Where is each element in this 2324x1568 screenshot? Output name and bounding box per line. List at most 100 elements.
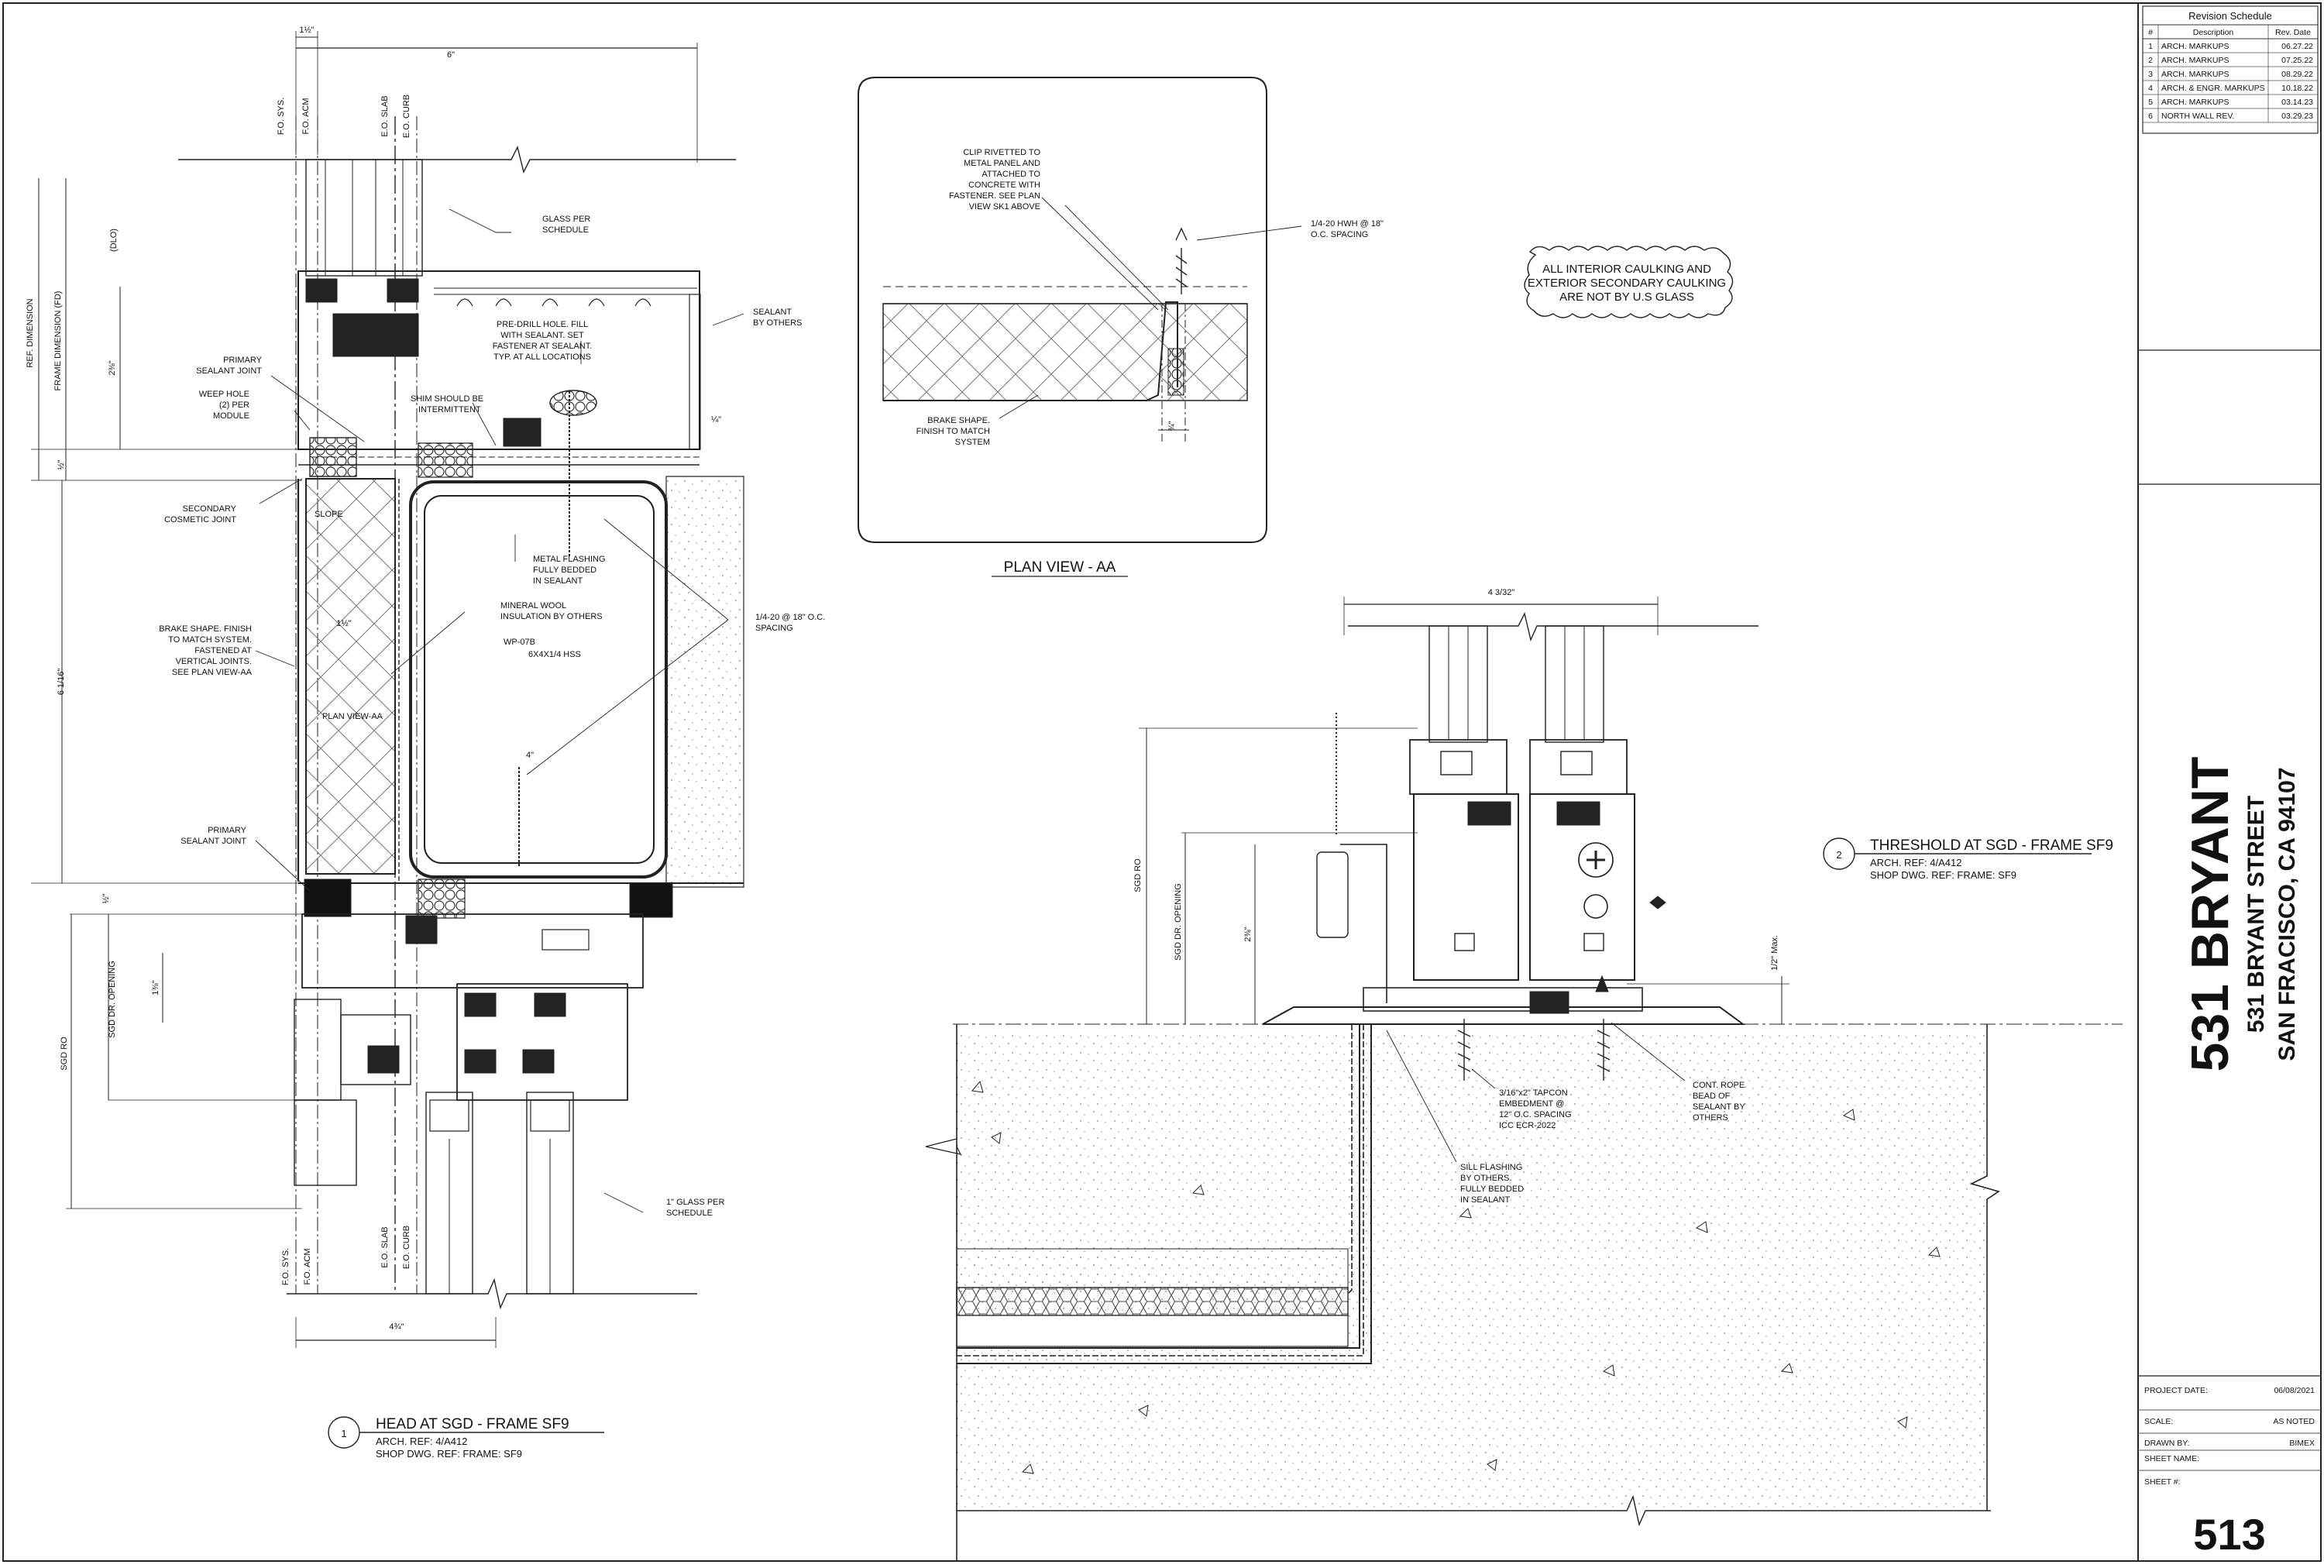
- secondary-cosmetic-joint: SECONDARY: [183, 504, 237, 514]
- sill-flashing-note: BY OTHERS.: [1460, 1174, 1511, 1183]
- rev-row-date: 03.29.23: [2281, 112, 2313, 121]
- glass-1in-note: SCHEDULE: [666, 1209, 713, 1218]
- dlo-label: (DLO): [109, 229, 119, 252]
- mineral-wool: MINERAL WOOL: [500, 601, 566, 610]
- rev-row-num: 3: [2148, 70, 2153, 79]
- hwh-note: 1/4-20 HWH @ 18": [1311, 219, 1384, 229]
- clip-note: FASTENER. SEE PLAN: [949, 191, 1040, 201]
- sill-flashing-note: SILL FLASHING: [1460, 1163, 1522, 1172]
- rev-row-date: 06.27.22: [2281, 42, 2313, 51]
- rev-row-num: 5: [2148, 98, 2153, 107]
- tapcon-note: EMBEDMENT @: [1499, 1099, 1564, 1109]
- drawn-by-label: DRAWN BY:: [2144, 1439, 2190, 1448]
- sgd-ro: SGD RO: [60, 1037, 69, 1071]
- dim-top: 4 3/32": [1488, 588, 1515, 597]
- wp07b-label: WP-07B: [504, 638, 535, 647]
- rev-row-num: 4: [2148, 84, 2153, 93]
- sealant-by-others: BY OTHERS: [753, 318, 802, 328]
- dim-6-1-16: 6 1/16": [57, 669, 66, 696]
- detail-1-shop-ref: SHOP DWG. REF: FRAME: SF9: [376, 1448, 522, 1460]
- eo-slab-top: E.O. SLAB: [380, 95, 390, 136]
- rev-row-num: 1: [2148, 42, 2153, 51]
- clip-note: VIEW SK1 ABOVE: [969, 202, 1040, 211]
- dim-2-3-8: 2⅜": [108, 360, 117, 375]
- clip-note: CONCRETE WITH: [968, 181, 1040, 190]
- project-name-block: 531 BRYANT 531 BRYANT STREET SAN FRACISC…: [2181, 757, 2300, 1072]
- detail-1-arch-ref: ARCH. REF: 4/A412: [376, 1436, 468, 1447]
- sill-flashing-note: FULLY BEDDED: [1460, 1185, 1524, 1194]
- dim-1-half: 1½": [336, 619, 351, 628]
- slope-label: SLOPE: [315, 510, 343, 519]
- fo-sys-top: F.O. SYS.: [277, 98, 286, 135]
- detail-2-threshold: [925, 597, 2123, 1561]
- detail-2-title: THRESHOLD AT SGD - FRAME SF9: [1870, 837, 2113, 854]
- project-date-label: PROJECT DATE:: [2144, 1386, 2208, 1395]
- dim-top-6: 6": [447, 50, 455, 60]
- tapcon-note: 3/16"x2" TAPCON: [1499, 1088, 1568, 1098]
- shim-note: SHIM SHOULD BE: [411, 394, 483, 404]
- eo-slab-bot: E.O. SLAB: [380, 1226, 390, 1267]
- primary-sealant-joint: PRIMARY: [208, 826, 247, 835]
- plan-brake-note: BRAKE SHAPE.: [927, 416, 990, 425]
- clip-note: METAL PANEL AND: [964, 159, 1040, 168]
- glass-1in-note: 1" GLASS PER: [666, 1198, 724, 1207]
- fo-acm-top: F.O. ACM: [301, 98, 311, 134]
- plan-brake-note: FINISH TO MATCH: [916, 427, 990, 436]
- half-max: 1/2" Max.: [1770, 935, 1779, 971]
- title-block: PROJECT DATE: 06/08/2021 SCALE: AS NOTED…: [2138, 1386, 2321, 1559]
- dim-top-small: 1½": [299, 26, 314, 35]
- tapcon-note: 12" O.C. SPACING: [1499, 1110, 1572, 1119]
- rev-row-desc: ARCH. & ENGR. MARKUPS: [2161, 84, 2265, 93]
- plan-view-labels: CLIP RIVETTED TO METAL PANEL AND ATTACHE…: [916, 148, 1384, 577]
- rope-note: OTHERS: [1693, 1113, 1728, 1123]
- rev-row-date: 10.18.22: [2281, 84, 2313, 93]
- brake-shape-note: BRAKE SHAPE. FINISH: [159, 624, 252, 634]
- rope-note: SEALANT BY: [1693, 1102, 1745, 1112]
- mineral-wool: INSULATION BY OTHERS: [500, 612, 603, 621]
- rev-row-desc: NORTH WALL REV.: [2161, 112, 2234, 121]
- tapcon-note: ICC ECR-2022: [1499, 1121, 1556, 1130]
- pre-drill-note: WITH SEALANT. SET: [500, 331, 584, 340]
- primary-sealant-joint: SEALANT JOINT: [196, 366, 262, 376]
- rev-row-num: 2: [2148, 56, 2153, 65]
- scale-value: AS NOTED: [2273, 1417, 2315, 1426]
- weep-hole: WEEP HOLE: [199, 390, 249, 399]
- rev-header-date: Rev. Date: [2275, 28, 2311, 37]
- dim-4-3-4: 4¾": [389, 1322, 404, 1332]
- rope-note: CONT. ROPE: [1693, 1081, 1745, 1090]
- rev-row-desc: ARCH. MARKUPS: [2161, 56, 2229, 65]
- sgd-dr-opening: SGD DR. OPENING: [108, 961, 117, 1038]
- weep-hole: (2) PER: [219, 401, 249, 410]
- primary-sealant-joint: PRIMARY: [223, 356, 263, 365]
- rev-row-date: 03.14.23: [2281, 98, 2313, 107]
- glass-per-schedule: GLASS PER: [542, 215, 590, 224]
- drawn-by: BIMEX: [2289, 1439, 2315, 1448]
- sill-flashing-note: IN SEALANT: [1460, 1195, 1510, 1205]
- sealant-by-others: SEALANT: [753, 308, 792, 317]
- revision-schedule-title: Revision Schedule: [2188, 10, 2272, 22]
- plan-view-aa: [858, 77, 1302, 543]
- project-name: 531 BRYANT: [2181, 757, 2240, 1072]
- weep-hole: MODULE: [213, 411, 249, 421]
- rope-note: BEAD OF: [1693, 1092, 1731, 1101]
- primary-sealant-joint: SEALANT JOINT: [180, 837, 246, 846]
- detail-1-number: 1: [341, 1428, 346, 1439]
- brake-shape-note: VERTICAL JOINTS.: [176, 657, 252, 666]
- clip-note: CLIP RIVETTED TO: [963, 148, 1040, 157]
- project-street: 531 BRYANT STREET: [2243, 796, 2269, 1033]
- rev-row-desc: ARCH. MARKUPS: [2161, 98, 2229, 107]
- shim-note: INTERMITTENT: [418, 405, 481, 414]
- dim-1-3-8: 1⅜": [151, 980, 160, 995]
- revision-schedule: Revision Schedule # Description Rev. Dat…: [2142, 5, 2319, 134]
- sgd-dr-opening: SGD DR. OPENING: [1174, 883, 1183, 961]
- fo-acm-bot: F.O. ACM: [303, 1248, 312, 1284]
- sheet-name-label: SHEET NAME:: [2144, 1454, 2199, 1463]
- plan-dim-3-4: ¾": [1167, 421, 1177, 431]
- fastener-spacing: 1/4-20 @ 18" O.C.: [755, 613, 825, 622]
- detail-1-title: HEAD AT SGD - FRAME SF9: [376, 1416, 569, 1432]
- metal-flashing: METAL FLASHING: [533, 555, 606, 564]
- fastener-spacing: SPACING: [755, 624, 793, 633]
- detail-1-head: [31, 31, 744, 1449]
